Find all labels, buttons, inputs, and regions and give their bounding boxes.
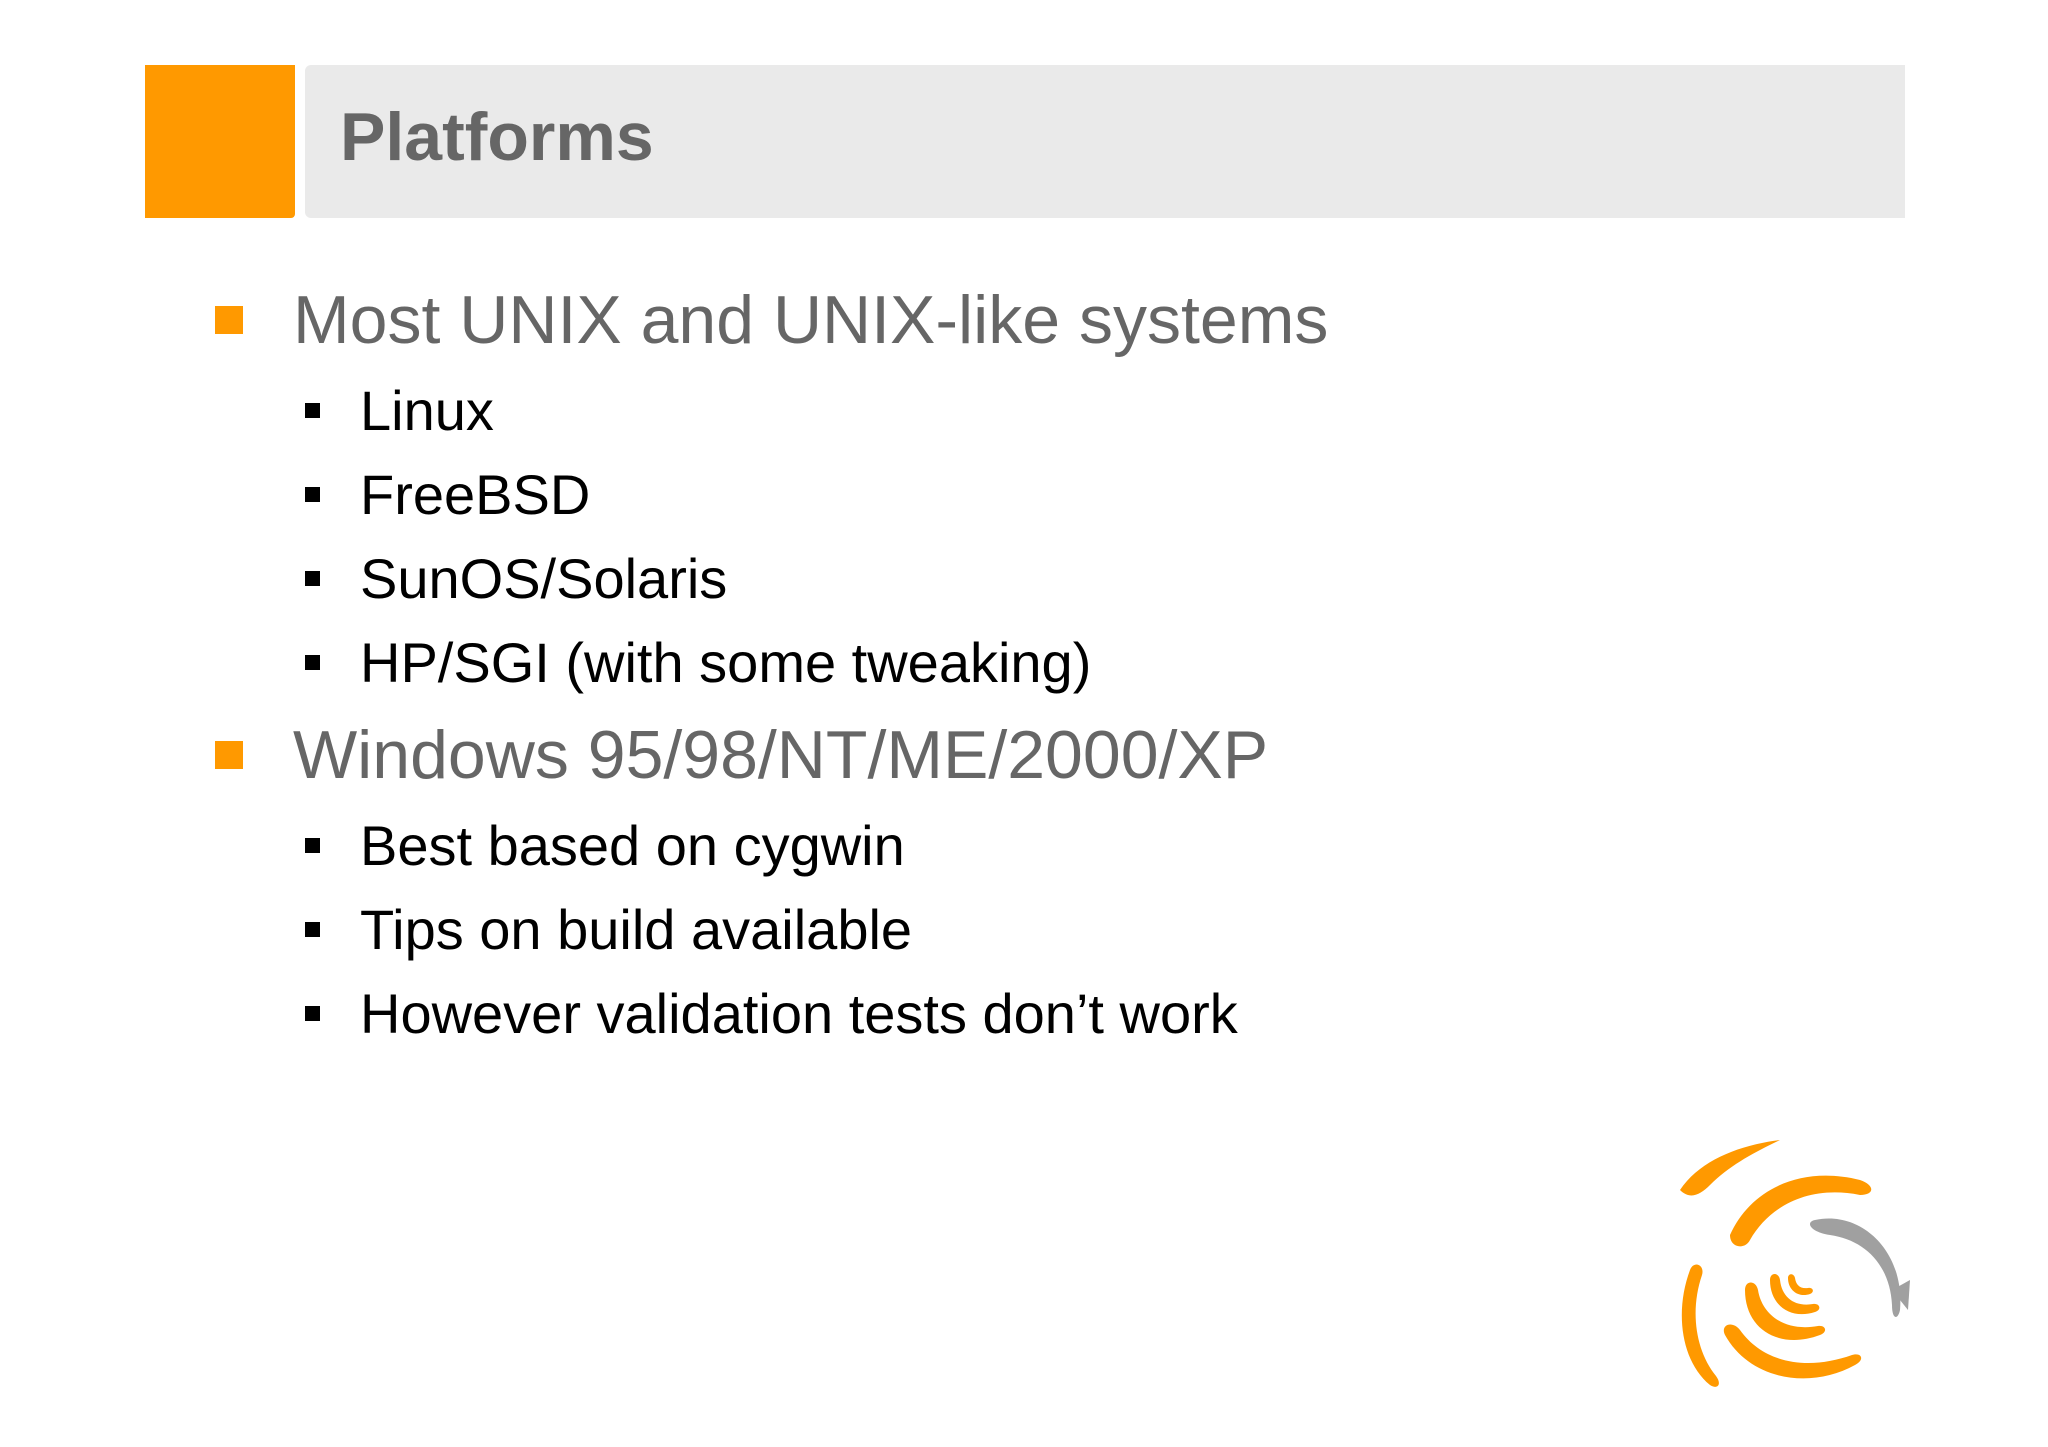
sub-bullet-item: Tips on build available: [305, 894, 912, 964]
sub-bullet-item: However validation tests don’t work: [305, 978, 1238, 1048]
sub-bullet-item: Linux: [305, 375, 494, 445]
bullet-text: Windows 95/98/NT/ME/2000/XP: [293, 717, 1269, 793]
sub-bullet-text: FreeBSD: [360, 462, 591, 526]
sub-bullet-text: However validation tests don’t work: [360, 981, 1238, 1045]
logo-arm-top: [1680, 1140, 1780, 1196]
sub-bullet-item: HP/SGI (with some tweaking): [305, 627, 1091, 697]
slide-title: Platforms: [340, 99, 654, 175]
logo-inner-swirl-1: [1745, 1282, 1826, 1340]
sub-bullet-text: Tips on build available: [360, 897, 913, 961]
bullet-item: Windows 95/98/NT/ME/2000/XP: [215, 710, 1268, 800]
bullet-item: Most UNIX and UNIX-like systems: [215, 275, 1328, 365]
sub-bullet-item: SunOS/Solaris: [305, 543, 727, 613]
sub-bullet-text: Best based on cygwin: [360, 813, 905, 877]
small-square-bullet-icon: [305, 402, 320, 418]
small-square-bullet-icon: [305, 921, 320, 937]
logo-arc-gray: [1810, 1218, 1901, 1317]
small-square-bullet-icon: [305, 1005, 320, 1021]
sub-bullet-text: HP/SGI (with some tweaking): [360, 630, 1092, 694]
sub-bullet-text: SunOS/Solaris: [360, 546, 728, 610]
logo-tip-gray: [1892, 1280, 1910, 1310]
square-bullet-icon: [215, 741, 243, 769]
logo-inner-swirl-3: [1788, 1274, 1813, 1296]
sub-bullet-text: Linux: [360, 378, 494, 442]
square-bullet-icon: [215, 306, 243, 334]
swirl-logo-icon: [1680, 1140, 1910, 1387]
logo-arc-bottom: [1723, 1324, 1862, 1379]
sub-bullet-item: Best based on cygwin: [305, 810, 905, 880]
small-square-bullet-icon: [305, 654, 320, 670]
logo-arc-top: [1730, 1175, 1872, 1247]
small-square-bullet-icon: [305, 486, 320, 502]
logo-inner-swirl-2: [1770, 1274, 1820, 1315]
title-accent-square: [145, 65, 295, 218]
title-bar: [305, 65, 1905, 218]
sub-bullet-item: FreeBSD: [305, 459, 590, 529]
bullet-text: Most UNIX and UNIX-like systems: [293, 282, 1329, 358]
small-square-bullet-icon: [305, 570, 320, 586]
small-square-bullet-icon: [305, 837, 320, 853]
logo-arm-left: [1681, 1264, 1719, 1387]
